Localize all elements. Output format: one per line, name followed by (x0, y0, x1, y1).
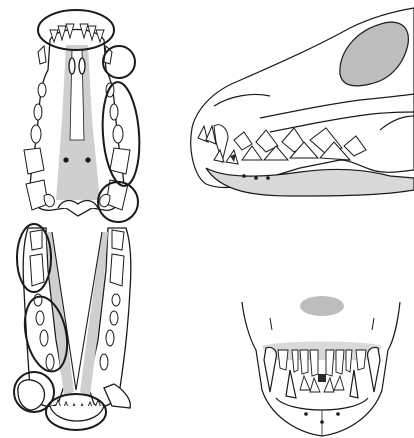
frontal-dark-gap (318, 374, 326, 382)
mental-foramen-2 (255, 177, 257, 179)
incisive-foramen-left (69, 58, 75, 74)
palatine-foramen-left (64, 158, 68, 162)
palatine-foramen-right (86, 158, 90, 162)
mental-foramen-3 (267, 177, 269, 179)
incisive-foramen-right (79, 58, 85, 74)
frontal-foramen-1 (305, 413, 307, 415)
frontal-foramen-3 (321, 421, 323, 423)
frontal-foramen-2 (337, 413, 339, 415)
lower-canine-left (18, 380, 45, 410)
frontal-skull-view (242, 296, 400, 436)
nasal-aperture (300, 296, 344, 316)
mental-foramen-1 (243, 175, 245, 177)
lower-incisor-arch (50, 406, 104, 421)
lateral-skull-view (191, 8, 414, 196)
